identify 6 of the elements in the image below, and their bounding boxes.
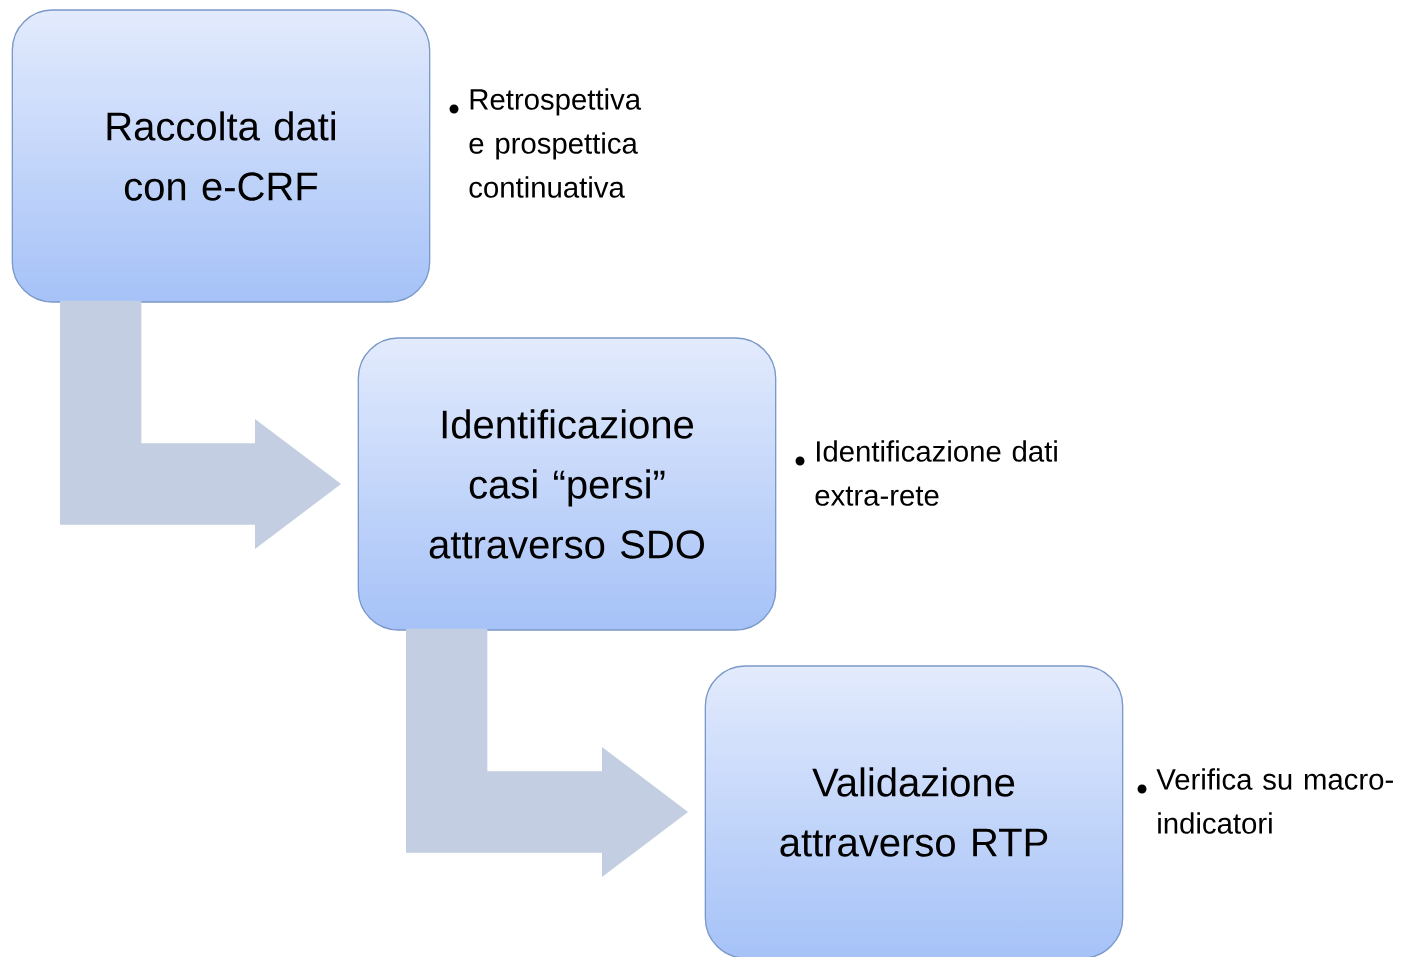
process-box: Validazione attraverso RTP bbox=[704, 665, 1124, 957]
note-text: Retrospettiva e prospettica continuativa bbox=[469, 88, 642, 198]
note-text: Verifica su macro-indicatori bbox=[1156, 768, 1393, 834]
process-box: Identificazione casi “persi” attraverso SDO bbox=[357, 337, 777, 631]
process-box: Raccolta dati con e-CRF bbox=[11, 9, 431, 303]
note-text: Identificazione dati extra-rete bbox=[815, 440, 1057, 506]
